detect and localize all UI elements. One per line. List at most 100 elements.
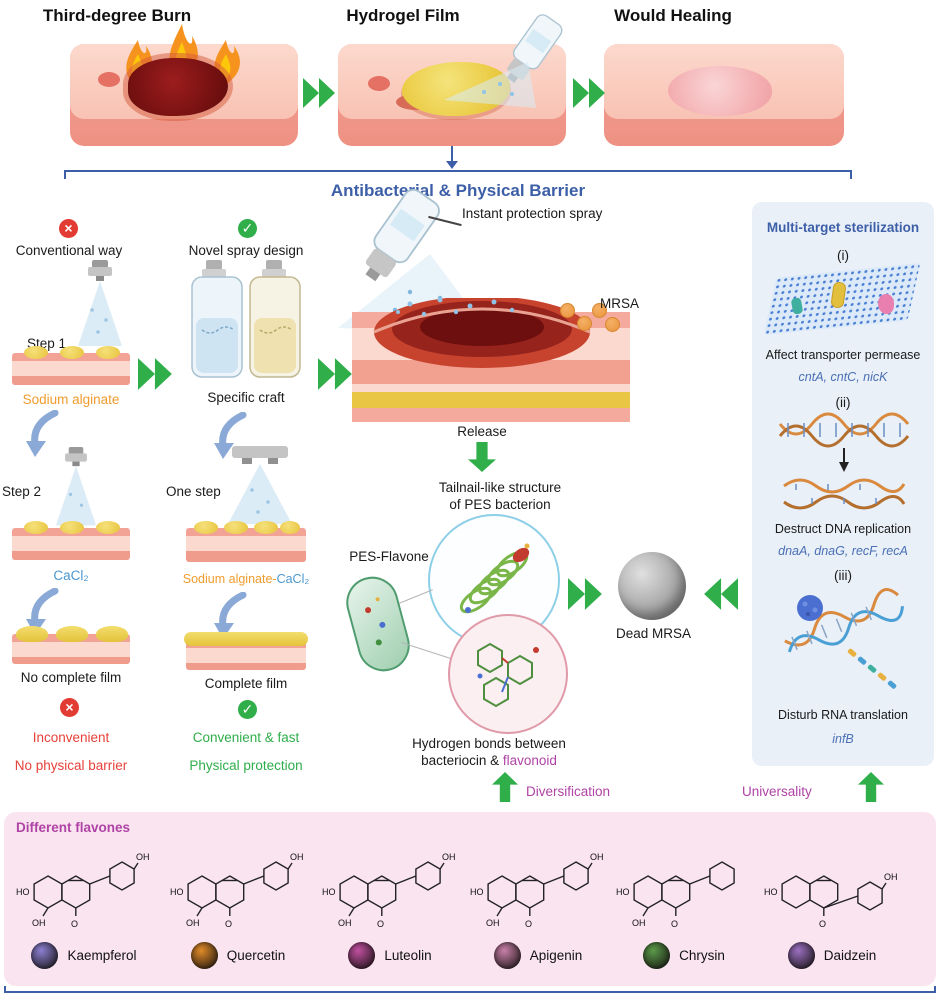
svg-text:O: O xyxy=(71,919,78,929)
burn-wound xyxy=(128,58,228,116)
multi-target-panel: Multi-target sterilization (i) Affect tr… xyxy=(752,202,934,766)
drawback-no-barrier: No physical barrier xyxy=(14,758,128,773)
hydrogen-bond-zoom-circle xyxy=(448,614,568,734)
svg-text:OH: OH xyxy=(136,852,150,862)
gel-droplet xyxy=(60,521,84,534)
skin-strip-complete-film xyxy=(184,632,308,670)
spray-bottle-icon xyxy=(365,188,440,282)
zoom-line xyxy=(399,589,433,604)
svg-text:OH: OH xyxy=(442,852,456,862)
gel-droplet xyxy=(280,521,300,534)
svg-text:OH: OH xyxy=(338,918,352,928)
novel-result: Complete film xyxy=(204,676,288,691)
daidzein-photo xyxy=(787,942,815,969)
conventional-result: No complete film xyxy=(20,670,122,685)
action-i: Affect transporter permease xyxy=(765,348,921,362)
drawback-inconvenient: Inconvenient xyxy=(32,730,110,745)
svg-text:OH: OH xyxy=(884,872,898,882)
curved-arrow-icon xyxy=(214,412,247,459)
double-arrow-icon xyxy=(138,358,172,390)
double-arrow-icon xyxy=(573,78,605,108)
rna-translation-icon xyxy=(784,588,904,689)
healed-patch xyxy=(668,66,772,116)
gel-droplet xyxy=(24,521,48,534)
luteolin-photo xyxy=(348,942,376,969)
kaempferol-photo xyxy=(31,942,59,969)
gel-droplet xyxy=(96,521,120,534)
instant-spray-label: Instant protection spray xyxy=(462,206,603,221)
svg-text:OH: OH xyxy=(32,918,46,928)
novel-heading: Novel spray design xyxy=(188,243,304,258)
flavone-name: Quercetin xyxy=(226,948,286,963)
svg-text:O: O xyxy=(377,919,384,929)
one-step-label: One step xyxy=(166,484,221,499)
flavone-item-quercetin: Quercetin xyxy=(163,942,313,969)
up-arrow-icon xyxy=(858,772,884,802)
dead-mrsa-label: Dead MRSA xyxy=(615,626,692,641)
gel-droplet xyxy=(254,521,278,534)
action-iii: Disturb RNA translation xyxy=(778,708,908,722)
svg-text:O: O xyxy=(525,919,532,929)
flavone-name: Daidzein xyxy=(823,948,877,963)
gel-droplet xyxy=(24,346,48,359)
flavone-name: Kaempferol xyxy=(67,948,137,963)
item-index-i: (i) xyxy=(837,248,849,263)
conventional-heading: Conventional way xyxy=(15,243,123,258)
capsule-contents-icon xyxy=(365,597,386,646)
step2-label: Step 2 xyxy=(2,484,42,499)
curved-arrow-icon xyxy=(26,410,59,457)
flavone-item-apigenin: Apigenin xyxy=(463,942,613,969)
reagent-suffix: CaCl₂ xyxy=(276,572,310,586)
double-arrow-icon xyxy=(318,358,352,390)
skin-strip-incomplete-film xyxy=(12,626,130,664)
svg-text:OH: OH xyxy=(186,918,200,928)
cross-icon: × xyxy=(59,219,78,238)
coil-structure-icon xyxy=(459,543,530,614)
hbond-prefix: bacteriocin & xyxy=(421,753,503,768)
svg-text:HO: HO xyxy=(764,887,778,897)
specific-craft-label: Specific craft xyxy=(207,390,285,405)
svg-text:HO: HO xyxy=(322,887,336,897)
panel-title-burn: Third-degree Burn xyxy=(42,6,192,25)
bracket-pointer-line xyxy=(451,146,453,162)
double-arrow-icon xyxy=(303,78,335,108)
svg-text:OH: OH xyxy=(486,918,500,928)
dead-mrsa-sphere xyxy=(618,552,686,620)
spray-cone xyxy=(444,62,536,108)
reagent-sodium-alginate: Sodium alginate xyxy=(22,392,120,407)
arrowhead-down-icon xyxy=(446,161,458,169)
action-ii: Destruct DNA replication xyxy=(774,522,912,536)
membrane-protein xyxy=(878,294,894,314)
bottom-bracket xyxy=(4,986,936,993)
hbond-caption-line2: bacteriocin & flavonoid xyxy=(382,753,596,768)
mrsa-bacterium xyxy=(592,303,607,318)
flavone-item-kaempferol: Kaempferol xyxy=(9,942,159,969)
barrier-caption: Antibacterial & Physical Barrier xyxy=(330,181,586,200)
top-bracket xyxy=(64,170,852,179)
genes-iii: infB xyxy=(832,732,854,746)
svg-text:OH: OH xyxy=(290,852,304,862)
membrane-illustration xyxy=(763,262,921,338)
wound-spot xyxy=(368,76,390,91)
flavone-structure-daidzein: HO OOH xyxy=(764,872,898,929)
mrsa-bacterium xyxy=(605,317,620,332)
double-arrow-icon xyxy=(568,578,602,610)
up-arrow-icon xyxy=(492,772,518,802)
release-label: Release xyxy=(457,424,507,439)
benefit-convenient: Convenient & fast xyxy=(192,730,300,745)
wound-spot xyxy=(98,72,120,87)
svg-text:HO: HO xyxy=(616,887,630,897)
flavone-item-chrysin: Chrysin xyxy=(609,942,759,969)
item-index-iii: (iii) xyxy=(834,568,852,583)
check-icon: ✓ xyxy=(238,700,257,719)
gel-droplet xyxy=(96,346,120,359)
flavones-title: Different flavones xyxy=(16,820,131,835)
skin-strip xyxy=(186,521,306,562)
skin-strip xyxy=(12,521,130,560)
svg-text:HO: HO xyxy=(170,887,184,897)
mrsa-bacterium xyxy=(577,316,592,331)
